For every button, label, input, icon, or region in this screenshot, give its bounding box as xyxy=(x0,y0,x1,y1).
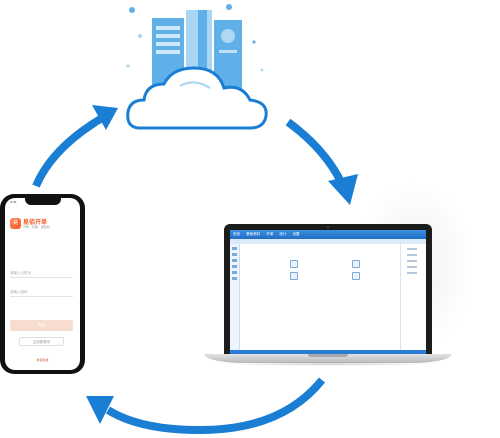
phone-password-field[interactable]: 请输入密码 xyxy=(10,287,73,297)
app-menu-bar: 系统 基础资料 开单 统计 设置 xyxy=(230,230,426,239)
sidebar-icon[interactable] xyxy=(232,265,237,268)
phone-app-title: 易佰开单 xyxy=(23,219,48,226)
laptop-camera xyxy=(327,226,329,228)
phone-app-subtitle: 开单 · 管理 · 更轻松 xyxy=(23,225,50,229)
phone-footer: 易佰科技 xyxy=(36,358,49,362)
sidebar-icon[interactable] xyxy=(232,277,237,280)
app-sidebar xyxy=(230,244,240,350)
laptop-screen: 系统 基础资料 开单 统计 设置 xyxy=(230,230,426,356)
menu-item[interactable]: 统计 xyxy=(279,232,287,236)
arrow-phone-to-cloud xyxy=(32,114,105,188)
laptop-base-shadow xyxy=(214,362,442,366)
arrow-laptop-to-phone xyxy=(105,377,326,435)
desktop-shortcut-icon[interactable] xyxy=(352,272,360,280)
arrow-cloud-to-laptop-head xyxy=(328,174,358,205)
sidebar-icon[interactable] xyxy=(232,247,237,250)
desktop-shortcut-icon[interactable] xyxy=(352,260,360,268)
cloud-server-group xyxy=(122,0,272,136)
sidebar-icon[interactable] xyxy=(232,259,237,262)
arrow-phone-to-cloud-head xyxy=(92,105,118,130)
app-right-panel xyxy=(400,244,426,350)
arrow-laptop-to-phone-head xyxy=(86,396,114,424)
phone-account-field[interactable]: 请输入手机号 xyxy=(10,268,73,278)
phone-login-button[interactable]: 登录 xyxy=(10,320,73,331)
app-logo-icon: 易 xyxy=(10,218,21,229)
menu-item[interactable]: 设置 xyxy=(292,232,300,236)
phone-register-button[interactable]: 注册新账号 xyxy=(19,337,64,346)
sidebar-icon[interactable] xyxy=(232,253,237,256)
app-status-bar xyxy=(230,350,426,356)
menu-item[interactable]: 开单 xyxy=(266,232,274,236)
laptop-base xyxy=(204,354,452,363)
menu-item[interactable]: 基础资料 xyxy=(246,232,261,236)
phone-screen: 9:41 易 易佰开单 开单 · 管理 · 更轻松 请输入手机号 请输入密码 登… xyxy=(5,198,80,370)
phone-notch xyxy=(24,198,61,205)
cloud-icon xyxy=(126,66,268,130)
desktop-shortcut-icon[interactable] xyxy=(290,260,298,268)
menu-item[interactable]: 系统 xyxy=(233,232,240,236)
arrow-cloud-to-laptop xyxy=(285,118,346,186)
sidebar-icon[interactable] xyxy=(232,271,237,274)
laptop-hinge-notch xyxy=(308,354,348,357)
laptop: 系统 基础资料 开单 统计 设置 xyxy=(224,224,432,356)
desktop-shortcut-icon[interactable] xyxy=(290,272,298,280)
mobile-phone: 9:41 易 易佰开单 开单 · 管理 · 更轻松 请输入手机号 请输入密码 登… xyxy=(0,194,85,374)
phone-status-time: 9:41 xyxy=(10,200,17,204)
app-toolbar xyxy=(230,239,426,244)
